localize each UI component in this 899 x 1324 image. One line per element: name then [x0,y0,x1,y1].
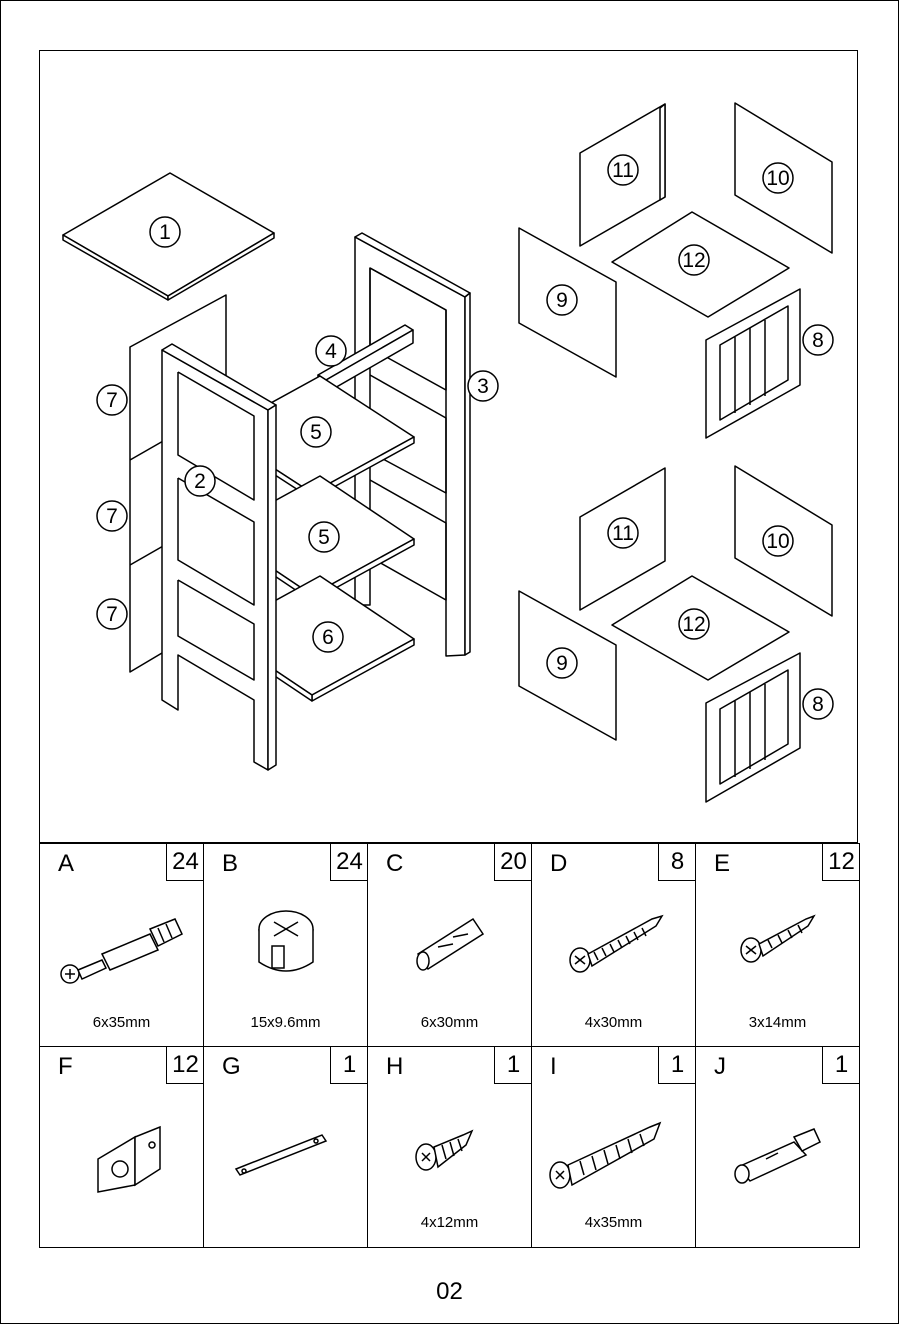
hardware-quantity: 1 [822,1046,860,1084]
hardware-letter: D [550,850,567,878]
hardware-quantity: 24 [166,843,204,881]
hardware-quantity: 20 [494,843,532,881]
part-number: 3 [477,375,489,398]
part-callout: 7 [97,599,127,629]
hardware-size: 6x35mm [40,1014,203,1031]
part-callout: 2 [185,466,215,496]
part-callout: 9 [547,648,577,678]
small-screw-icon [696,884,860,1014]
hardware-letter: I [550,1053,557,1081]
part-number: 8 [812,329,824,352]
part-number: 5 [310,421,322,444]
part-number: 10 [766,167,789,190]
hardware-table: A 24 6x35mm B 24 15x9.6mm C 20 6x30mm D 8 4x30mm E 12… [39,843,859,1248]
hardware-size: 6x30mm [368,1014,531,1031]
part-callout: 12 [679,609,709,639]
hardware-letter: G [222,1053,241,1081]
wooden-dowel-icon [368,884,532,1014]
short-screw-icon [368,1087,532,1217]
metal-strap-icon [204,1087,368,1217]
part-callout: 12 [679,245,709,275]
part-callout: 1 [150,217,180,247]
part-number: 12 [682,249,705,272]
part-number: 11 [612,159,634,182]
part-callout: 10 [763,526,793,556]
part-number: 12 [682,613,705,636]
hardware-quantity: 1 [658,1046,696,1084]
hardware-cell-c: C 20 6x30mm [367,843,532,1048]
hardware-cell-h: H 1 4x12mm [367,1046,532,1248]
hardware-quantity: 1 [330,1046,368,1084]
part-callout: 7 [97,385,127,415]
hardware-cell-e: E 12 3x14mm [695,843,860,1048]
part-number: 9 [556,289,568,312]
hardware-letter: C [386,850,403,878]
hardware-quantity: 8 [658,843,696,881]
part-callout: 11 [608,518,638,548]
corner-bracket-icon [40,1087,204,1217]
hardware-quantity: 24 [330,843,368,881]
hardware-size: 4x30mm [532,1014,695,1031]
long-screw-icon [532,1087,696,1217]
part-callout: 8 [803,689,833,719]
part-number: 11 [612,522,634,545]
hardware-size: 3x14mm [696,1014,859,1031]
part-callout: 4 [316,336,346,366]
hardware-letter: F [58,1053,73,1081]
cam-bolt-icon [40,884,204,1014]
part-number: 7 [106,389,118,412]
hardware-quantity: 12 [822,843,860,881]
wood-screw-icon [532,884,696,1014]
part-callout: 5 [309,522,339,552]
hardware-quantity: 1 [494,1046,532,1084]
part-callout: 9 [547,285,577,315]
part-number: 9 [556,652,568,675]
part-callout: 3 [468,371,498,401]
hardware-cell-a: A 24 6x35mm [39,843,204,1048]
hardware-size: 4x35mm [532,1214,695,1231]
hardware-letter: B [222,850,238,878]
part-callout: 11 [608,155,638,185]
hardware-letter: H [386,1053,403,1081]
hardware-size: 15x9.6mm [204,1014,367,1031]
hardware-letter: E [714,850,730,878]
hardware-size: 4x12mm [368,1214,531,1231]
part-number: 4 [325,340,337,363]
hardware-letter: J [714,1053,726,1081]
hardware-cell-f: F 12 [39,1046,204,1248]
part-number: 10 [766,530,789,553]
hardware-cell-i: I 1 4x35mm [531,1046,696,1248]
part-callout: 10 [763,163,793,193]
part-callout: 8 [803,325,833,355]
part-number: 1 [159,221,171,244]
part-number: 7 [106,603,118,626]
hardware-letter: A [58,850,74,878]
part-number: 5 [318,526,330,549]
hardware-cell-d: D 8 4x30mm [531,843,696,1048]
hardware-quantity: 12 [166,1046,204,1084]
part-callout: 7 [97,501,127,531]
cam-lock-icon [204,884,368,1014]
part-number: 2 [194,470,206,493]
wall-plug-icon [696,1087,860,1217]
drawer-upper-group [519,103,832,438]
page-number: 02 [0,1278,899,1306]
part-number: 7 [106,505,118,528]
part-callout: 5 [301,417,331,447]
hardware-cell-b: B 24 15x9.6mm [203,843,368,1048]
part-number: 6 [322,626,334,649]
part-number: 8 [812,693,824,716]
drawer-lower-group [519,466,832,802]
frame-left [162,344,276,770]
part-callout: 6 [313,622,343,652]
